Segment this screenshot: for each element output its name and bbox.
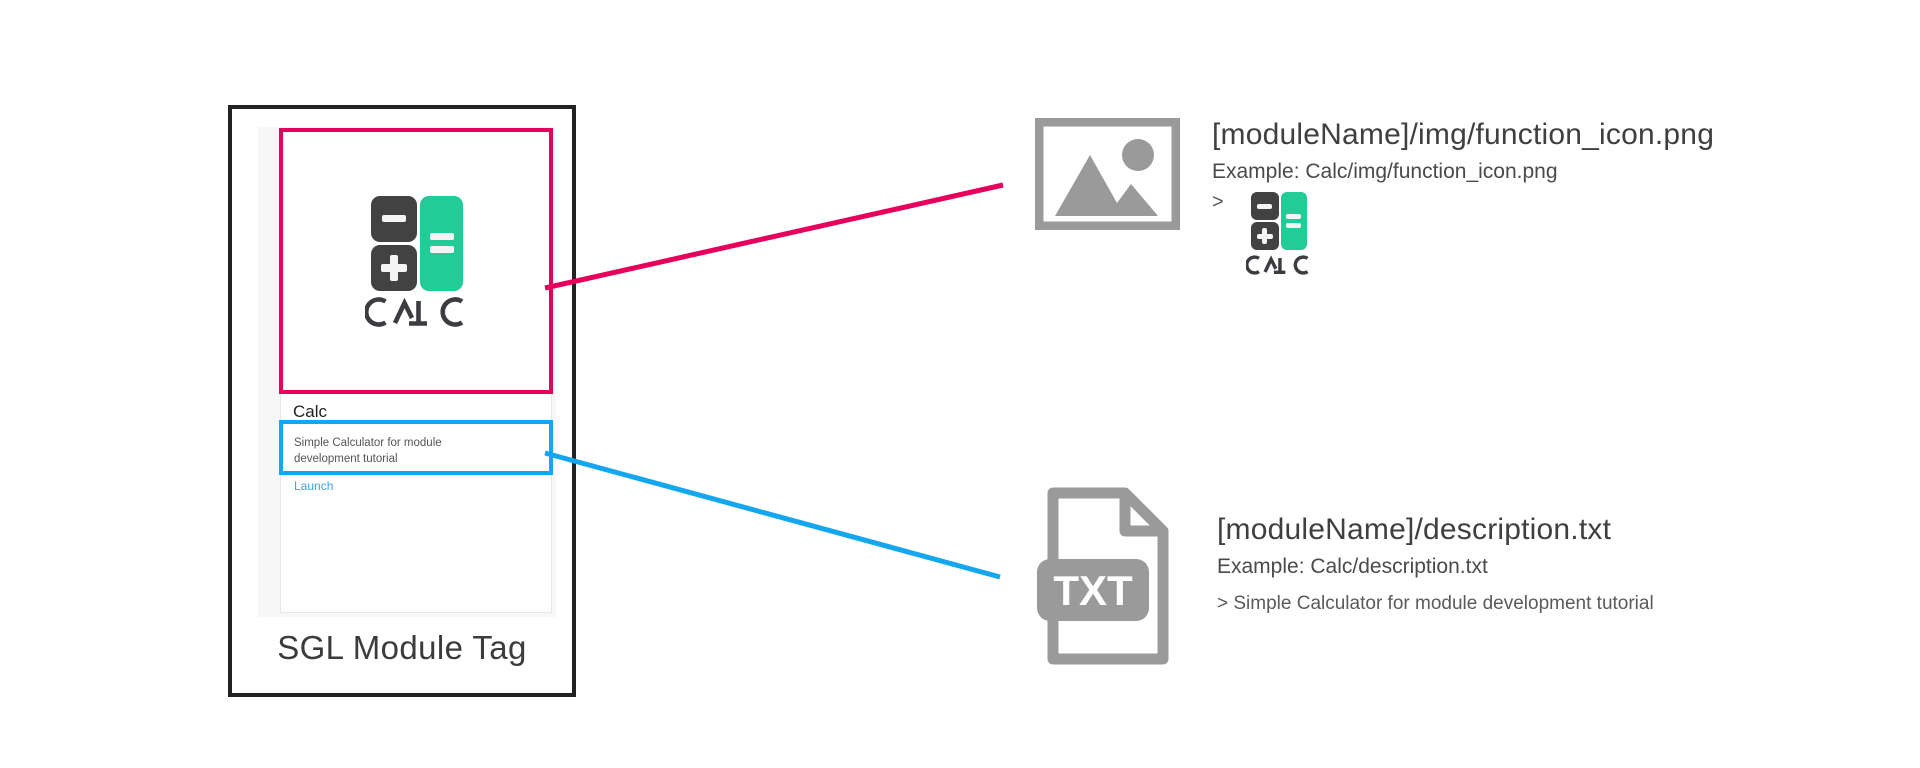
calc-logo-left-column <box>371 195 417 291</box>
calc-logo <box>365 195 469 329</box>
calc-logo-preview-left-column <box>1250 192 1279 250</box>
calc-minus-key <box>371 195 417 242</box>
info-body-function-icon: [moduleName]/img/function_icon.png Examp… <box>1212 118 1714 276</box>
info-title-function-icon: [moduleName]/img/function_icon.png <box>1212 118 1715 151</box>
info-preview-row-function-icon: > <box>1212 192 1714 276</box>
info-block-function-icon: [moduleName]/img/function_icon.png Examp… <box>1032 115 1714 276</box>
info-block-description-txt: TXT [moduleName]/description.txt Example… <box>1035 483 1654 674</box>
calc-logo-preview-keys <box>1250 192 1307 250</box>
icon-highlight-box <box>279 128 553 394</box>
module-tag-caption: SGL Module Tag <box>277 629 527 666</box>
module-card-description: Simple Calculator for module development… <box>294 437 442 466</box>
module-card-title: Calc <box>293 402 328 421</box>
calc-preview-plus-key <box>1250 222 1279 250</box>
calc-preview-minus-key <box>1250 192 1279 220</box>
calc-plus-key <box>371 244 417 291</box>
image-placeholder-icon <box>1032 115 1183 235</box>
calc-preview-wordmark <box>1245 255 1309 275</box>
info-sample-description-txt: > Simple Calculator for module developme… <box>1217 593 1654 614</box>
module-tag-frame: Calc Simple Calculator for module develo… <box>228 105 576 697</box>
module-card-launch-link[interactable]: Launch <box>294 479 334 493</box>
calc-equals-key <box>420 195 463 291</box>
chevron-right-icon: > <box>1212 191 1224 213</box>
txt-file-icon-label: TXT <box>1053 567 1133 614</box>
calc-logo-keys <box>371 195 463 291</box>
icon-connector-line <box>544 182 1004 291</box>
module-card-icon-area <box>281 130 553 394</box>
info-example-description-txt: Example: Calc/description.txt <box>1217 555 1488 578</box>
calc-wordmark <box>365 296 464 327</box>
info-example-function-icon: Example: Calc/img/function_icon.png <box>1212 160 1558 183</box>
module-card[interactable]: Calc Simple Calculator for module develo… <box>280 129 553 613</box>
txt-file-icon: TXT <box>1035 483 1181 674</box>
description-connector-line <box>544 450 1001 580</box>
calc-logo-preview <box>1245 192 1312 276</box>
description-highlight-box <box>279 420 553 475</box>
info-body-description-txt: [moduleName]/description.txt Example: Ca… <box>1217 513 1654 615</box>
info-title-description-txt: [moduleName]/description.txt <box>1217 513 1612 546</box>
calc-preview-equals-key <box>1280 192 1307 250</box>
